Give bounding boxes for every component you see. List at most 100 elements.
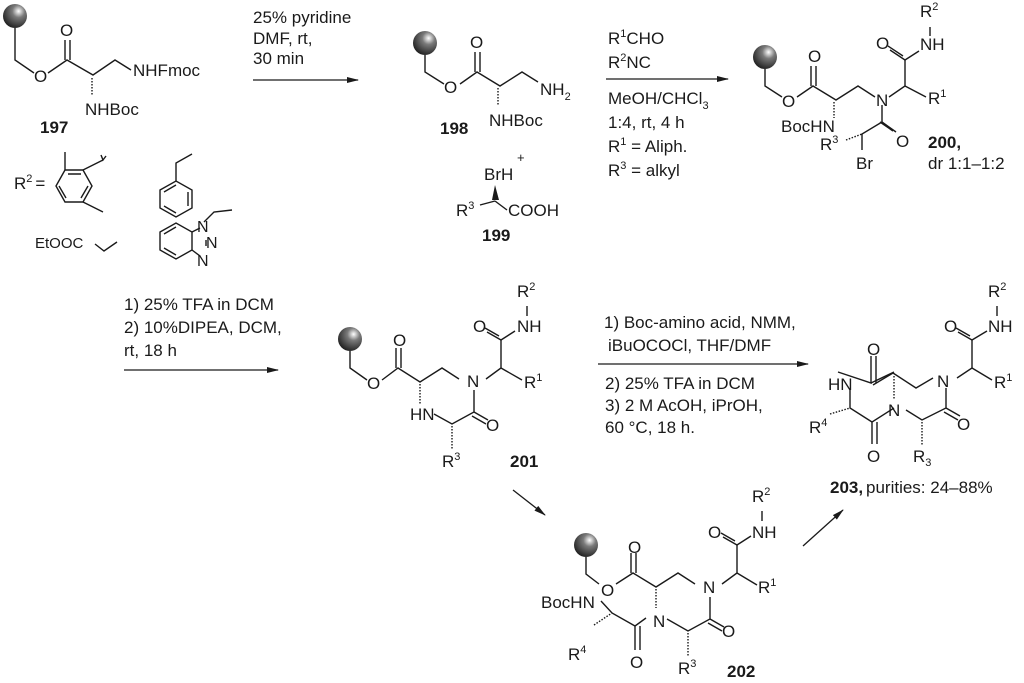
compound-202: O O N BocHN N R2 O NH R1 O R4 O R3 202 [541,486,777,681]
condition-line-1: 1) Boc-amino acid, NMM, [604,313,796,332]
ring-nitrogen-2: N [888,401,900,420]
bottom-carbonyl-oxygen: O [867,447,880,466]
ester-oxygen: O [782,92,795,111]
compound-200: O O N R2 O NH R1 BocHN R3 O Br 200, dr 1… [753,1,1005,173]
arrow-202-to-203 [802,509,844,547]
reagent-r2nc: R2NC [608,52,651,72]
condition-line-2: 2) 10%DIPEA, DCM, [124,318,282,337]
compound-197: O O NHFmoc NHBoc 197 [3,4,201,137]
acyl-oxygen: O [896,132,909,151]
condition-line: 1:4, rt, 4 h [608,113,685,132]
ring-nh: HN [828,375,853,394]
carbonyl-oxygen: O [393,331,406,350]
benzyl-structure [159,153,193,218]
ring-nitrogen: N [467,372,479,391]
reagent-r1cho: R1CHO [608,28,664,48]
r1-label: R1 [524,372,542,392]
arrow-201-to-202 [512,489,546,516]
r3-label: R3 [442,451,460,471]
r3-label: R3 [913,447,931,469]
r2-label: R2 [920,1,938,21]
compound-198: O O NH2 NHBoc 198 [413,31,571,138]
r1-label: R1 [928,88,946,108]
nhfmoc-label: NHFmoc [133,61,201,80]
compound-number-202: 202 [727,662,755,681]
resin-bead-icon [413,31,437,55]
condition-line-2: DMF, rt, [253,29,313,48]
ring-oxygen: O [486,416,499,435]
carbonyl-oxygen: O [60,21,73,40]
triazole-n1: N [197,219,209,236]
r2-substituent-definitions: R2= EtOOC N N N [14,152,233,270]
condition-line-4: 3) 2 M AcOH, iPrOH, [605,396,763,415]
acyl-oxygen: O [630,653,643,672]
amide-nh: NH [752,523,777,542]
charge-plus: + [517,150,525,165]
brh-label: BrH [484,165,513,184]
top-carbonyl-oxygen: O [867,340,880,359]
nhboc-label: NHBoc [85,100,139,119]
amide-oxygen: O [944,317,957,336]
bromine-label: Br [856,154,873,173]
condition-line-5: 60 °C, 18 h. [605,418,695,437]
r3-label: R3 [456,200,474,220]
resin-bead-icon [574,533,598,557]
compound-number-203: 203, [830,478,863,497]
reaction-step-2: R1CHO R2NC MeOH/CHCl3 1:4, rt, 4 h R1 = … [606,28,729,180]
ring-nh: HN [410,405,435,424]
carbonyl-oxygen: O [628,538,641,557]
nh2-label: NH2 [540,80,571,103]
reaction-step-4: 1) Boc-amino acid, NMM, iBuOCOCl, THF/DM… [598,313,809,437]
r3-label: R3 [820,134,838,154]
benzotriazole-structure: N N N [159,209,233,270]
r3-definition: R3 = alkyl [608,160,680,180]
reaction-step-1: 25% pyridine DMF, rt, 30 min [253,8,359,83]
resin-bead-icon [753,45,777,69]
r3-label: R3 [678,658,696,678]
amide-oxygen: O [708,523,721,542]
compound-199: BrH + R3 COOH 199 [456,150,559,245]
compound-203: O HN N N R2 O NH R1 R4 O O R3 203, purit… [809,281,1013,497]
amide-nh: NH [988,317,1013,336]
condition-line-2: iBuOCOCl, THF/DMF [608,336,771,355]
ring-oxygen: O [722,622,735,641]
bochn-label: BocHN [541,593,595,612]
r2-label: R2 [752,486,770,506]
r4-label: R4 [568,644,586,664]
compound-201: O O N R2 O NH R1 HN O R3 201 [338,281,542,471]
tertiary-nitrogen: N [876,91,888,110]
ester-oxygen: O [34,67,47,86]
condition-line-1: 1) 25% TFA in DCM [124,295,274,314]
ring-nitrogen-2: N [653,612,665,631]
solvent-label: MeOH/CHCl3 [608,89,709,112]
amide-oxygen: O [876,34,889,53]
ring-nitrogen-1: N [937,372,949,391]
wedge-bond [492,185,499,200]
r2-equals-label: R2= [14,173,45,193]
carbonyl-oxygen: O [808,47,821,66]
reaction-step-3: 1) 25% TFA in DCM 2) 10%DIPEA, DCM, rt, … [124,295,282,373]
amide-nh: NH [920,35,945,54]
dimethylphenyl-structure [55,152,107,213]
r1-label: R1 [994,372,1012,392]
ring-nitrogen-1: N [703,578,715,597]
compound-number-199: 199 [482,226,510,245]
compound-number-201: 201 [510,452,538,471]
r1-label: R1 [758,577,776,597]
amide-oxygen: O [473,317,486,336]
r2-label: R2 [517,281,535,301]
nhboc-label: NHBoc [489,111,543,130]
carbonyl-oxygen: O [470,33,483,52]
condition-line-1: 25% pyridine [253,8,351,27]
compound-number-198: 198 [440,119,468,138]
ester-oxygen: O [444,78,457,97]
ring-oxygen: O [957,415,970,434]
condition-line-3: rt, 18 h [124,341,177,360]
triazole-n2: N [206,235,218,252]
r2-label: R2 [988,281,1006,301]
compound-number-200: 200, [928,133,961,152]
condition-line-3: 2) 25% TFA in DCM [605,374,755,393]
bochn-label: BocHN [781,117,835,136]
resin-bead-icon [3,4,27,28]
